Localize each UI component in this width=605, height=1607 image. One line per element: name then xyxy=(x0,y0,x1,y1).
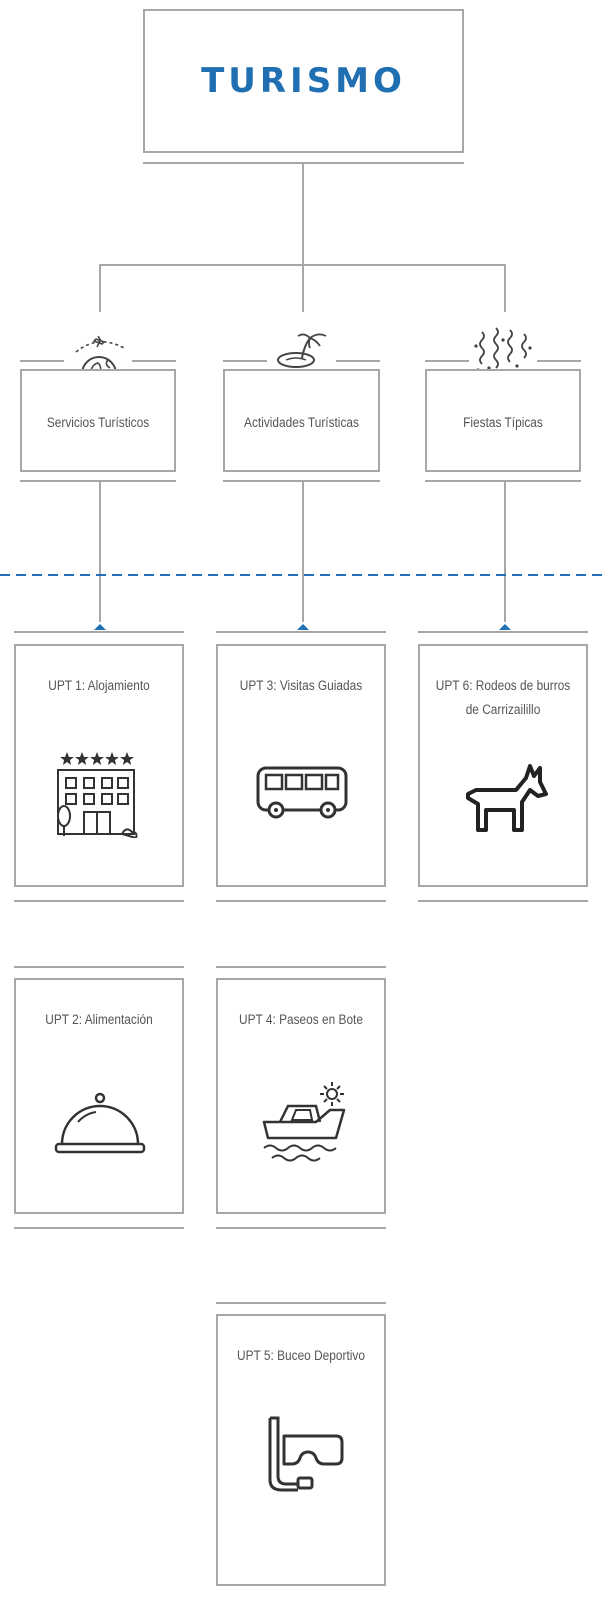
root-connector-vertical xyxy=(302,164,304,266)
dashed-separator xyxy=(0,574,605,576)
branch-connector-middle xyxy=(302,264,304,312)
upt-4-topline xyxy=(216,966,386,968)
root-node: TURISMO xyxy=(143,9,464,153)
category-3-connector xyxy=(504,482,506,622)
upt-4-underline xyxy=(216,1227,386,1229)
category-node-servicios: Servicios Turísticos xyxy=(20,369,176,472)
food-cloche-icon xyxy=(54,1092,146,1154)
upt-node-visitas-guiadas: UPT 3: Visitas Guiadas xyxy=(216,644,386,887)
arrow-marker xyxy=(499,624,511,630)
branch-connector-left xyxy=(99,264,101,312)
upt-3-topline xyxy=(216,631,386,633)
upt-2-topline xyxy=(14,966,184,968)
category-1-connector xyxy=(99,482,101,622)
category-1-side-line-left xyxy=(20,360,64,362)
bus-icon xyxy=(256,766,348,819)
upt-2-underline xyxy=(14,1227,184,1229)
upt-node-buceo: UPT 5: Buceo Deportivo xyxy=(216,1314,386,1586)
category-node-fiestas: Fiestas Típicas xyxy=(425,369,581,472)
globe-airplane-icon xyxy=(75,335,125,374)
upt-label: UPT 6: Rodeos de burros de Carrizailillo xyxy=(435,678,571,717)
category-3-underline xyxy=(425,480,581,482)
category-label: Fiestas Típicas xyxy=(463,415,543,430)
upt-node-alimentacion: UPT 2: Alimentación xyxy=(14,978,184,1214)
root-title: TURISMO xyxy=(201,61,406,101)
branch-connector-right xyxy=(504,264,506,312)
upt-label: UPT 2: Alimentación xyxy=(45,1012,153,1027)
upt-node-rodeos: UPT 6: Rodeos de burros de Carrizailillo xyxy=(418,644,588,887)
upt-node-alojamiento: UPT 1: Alojamiento xyxy=(14,644,184,887)
upt-5-topline xyxy=(216,1302,386,1304)
category-3-side-line-left xyxy=(425,360,469,362)
category-3-side-line-right xyxy=(537,360,581,362)
donkey-icon xyxy=(466,764,548,832)
hotel-icon xyxy=(57,752,138,838)
upt-label: UPT 5: Buceo Deportivo xyxy=(237,1348,365,1363)
upt-6-topline xyxy=(418,631,588,633)
category-label: Actividades Turísticas xyxy=(244,415,359,430)
category-node-actividades: Actividades Turísticas xyxy=(223,369,380,472)
upt-1-underline xyxy=(14,900,184,902)
category-2-connector xyxy=(302,482,304,622)
upt-node-paseos-bote: UPT 4: Paseos en Bote xyxy=(216,978,386,1214)
upt-1-topline xyxy=(14,631,184,633)
island-palm-icon xyxy=(277,333,327,368)
category-1-side-line-right xyxy=(132,360,176,362)
category-1-underline xyxy=(20,480,176,482)
snorkel-mask-icon xyxy=(268,1416,344,1492)
category-label: Servicios Turísticos xyxy=(46,415,150,430)
root-underline xyxy=(143,162,464,164)
upt-label: UPT 4: Paseos en Bote xyxy=(239,1012,363,1027)
category-2-side-line-right xyxy=(336,360,380,362)
category-2-underline xyxy=(223,480,380,482)
boat-icon xyxy=(262,1082,346,1162)
upt-label: UPT 1: Alojamiento xyxy=(48,678,150,693)
category-2-side-line-left xyxy=(223,360,267,362)
arrow-marker xyxy=(297,624,309,630)
upt-label: UPT 3: Visitas Guiadas xyxy=(239,678,363,693)
upt-3-underline xyxy=(216,900,386,902)
arrow-marker xyxy=(94,624,106,630)
upt-6-underline xyxy=(418,900,588,902)
